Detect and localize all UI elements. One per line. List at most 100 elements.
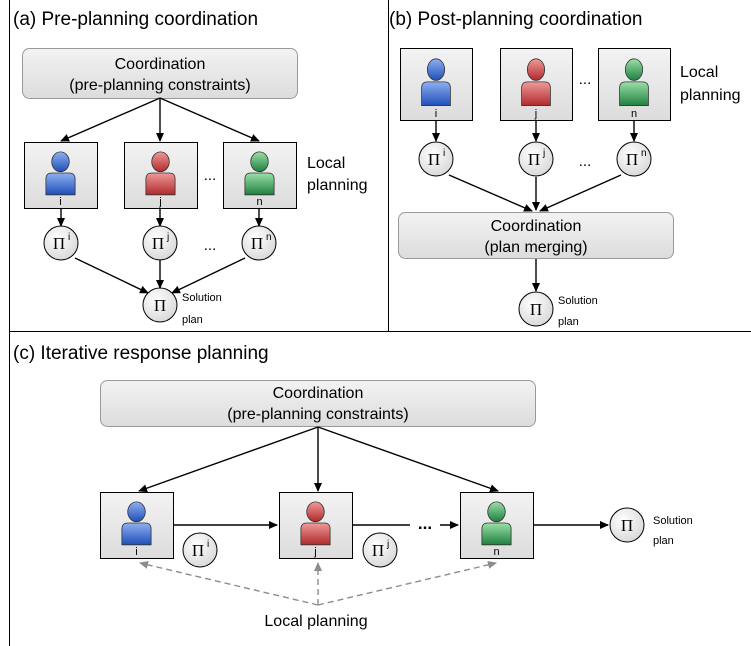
panel-a-agent-n: n: [223, 142, 297, 209]
plan-circle: [616, 141, 652, 177]
panel-c-agent-n: n: [460, 492, 534, 559]
panel-a-ellipsis-plans: ...: [204, 237, 217, 254]
panel-c-dashed-arrow-n: [317, 560, 497, 606]
plan-superscript: j: [542, 148, 545, 159]
panel-c-arrow-coord-n: [317, 426, 499, 493]
panel-c-arrow-coord-i: [138, 426, 319, 493]
panel-a-local-label-line1: Local: [307, 155, 345, 172]
panel-c-coordination-subtitle: (pre-planning constraints): [227, 406, 408, 423]
panel-b-coordination-subtitle: (plan merging): [484, 239, 587, 256]
person-icon: [145, 151, 176, 196]
panel-b-solution-plan: Π: [518, 291, 554, 327]
agent-label: j: [534, 108, 537, 120]
person-icon: [45, 151, 76, 196]
plan-symbol: Π: [154, 296, 166, 315]
plan-superscript: n: [266, 232, 272, 243]
panel-a: (a) Pre-planning coordination Coordinati…: [13, 9, 368, 326]
panel-a-solution-label-line2: plan: [182, 314, 203, 326]
plan-symbol: Π: [192, 541, 204, 560]
plan-symbol: Π: [530, 300, 542, 319]
plan-circle: [182, 532, 218, 568]
panel-b-title: (b) Post-planning coordination: [389, 9, 643, 30]
panel-a-ellipsis-agents: ...: [204, 167, 217, 184]
panel-c-agent-j: j: [279, 492, 353, 559]
plan-circle: [418, 141, 454, 177]
panel-b-ellipsis-agents: ...: [579, 71, 592, 88]
agent-label: j: [158, 196, 161, 208]
plan-superscript: n: [641, 148, 647, 159]
panel-a-solution-plan: Π: [142, 287, 178, 323]
panel-a-coordination-title: Coordination: [115, 56, 206, 73]
panel-b-agent-i: i: [400, 48, 473, 121]
plan-circle: [142, 287, 178, 323]
panel-a-coordination-subtitle: (pre-planning constraints): [69, 77, 250, 94]
plan-circle: [241, 225, 277, 261]
panel-c-coordination-title: Coordination: [273, 385, 364, 402]
panel-a-agent-j: j: [124, 142, 198, 209]
plan-circle: [43, 225, 79, 261]
panel-a-solution-label-line1: Solution: [182, 292, 222, 304]
plan-circle: [518, 291, 554, 327]
person-icon: [121, 501, 152, 546]
plan-superscript: i: [207, 539, 209, 550]
panel-c-title: (c) Iterative response planning: [13, 343, 269, 364]
panel-a-arrow-plan-n-solution: [171, 257, 246, 294]
panel-c-agent-i: i: [100, 492, 174, 559]
panel-b-coordination-title: Coordination: [491, 218, 582, 235]
person-icon: [521, 58, 551, 106]
agent-label: i: [135, 546, 137, 558]
panel-c-ellipsis: ...: [418, 514, 432, 533]
plan-symbol: Π: [621, 516, 633, 535]
panel-c-dashed-arrow-i: [139, 560, 319, 606]
plan-circle: [362, 532, 398, 568]
agent-label: j: [313, 546, 316, 558]
agent-label: n: [631, 108, 637, 120]
panel-b-local-label-line2: planning: [680, 87, 741, 104]
panel-c-local-label: Local planning: [264, 613, 367, 630]
plan-circle: [518, 141, 554, 177]
panel-borders: [9, 0, 751, 646]
panel-b-arrow-plan-i-coord: [448, 174, 533, 212]
person-icon: [244, 151, 275, 196]
panel-b: (b) Post-planning coordination i j n ...…: [389, 9, 741, 328]
plan-superscript: i: [68, 232, 70, 243]
person-icon: [481, 501, 512, 546]
panel-c-coordination-box: [100, 380, 536, 427]
panel-b-agent-j: j: [500, 48, 573, 121]
plan-symbol: Π: [428, 150, 440, 169]
plan-circle: [609, 507, 645, 543]
plan-superscript: j: [166, 232, 169, 243]
person-icon: [421, 58, 451, 106]
plan-symbol: Π: [251, 234, 263, 253]
agent-label: n: [493, 546, 499, 558]
agent-label: i: [435, 108, 437, 120]
panel-a-arrow-coord-i: [60, 97, 161, 142]
panel-c: (c) Iterative response planning Coordina…: [13, 343, 693, 630]
plan-superscript: i: [443, 148, 445, 159]
plan-symbol: Π: [626, 150, 638, 169]
agent-label: n: [256, 196, 262, 208]
panel-c-solution-label-line1: Solution: [653, 515, 693, 527]
panel-c-solution-label-line2: plan: [653, 535, 674, 547]
panel-b-agent-n: n: [598, 48, 671, 121]
plan-symbol: Π: [53, 234, 65, 253]
panel-b-local-label-line1: Local: [680, 64, 718, 81]
plan-symbol: Π: [152, 234, 164, 253]
plan-superscript: j: [386, 539, 389, 550]
panel-b-coordination-box: [398, 212, 674, 259]
panel-a-title: (a) Pre-planning coordination: [13, 9, 258, 30]
panel-b-arrow-plan-n-coord: [539, 174, 622, 212]
panel-a-agent-i: i: [24, 142, 98, 209]
agent-label: i: [59, 196, 61, 208]
person-icon: [619, 58, 649, 106]
panel-a-arrow-coord-n: [159, 97, 260, 142]
panel-b-ellipsis-plans: ...: [579, 153, 592, 170]
